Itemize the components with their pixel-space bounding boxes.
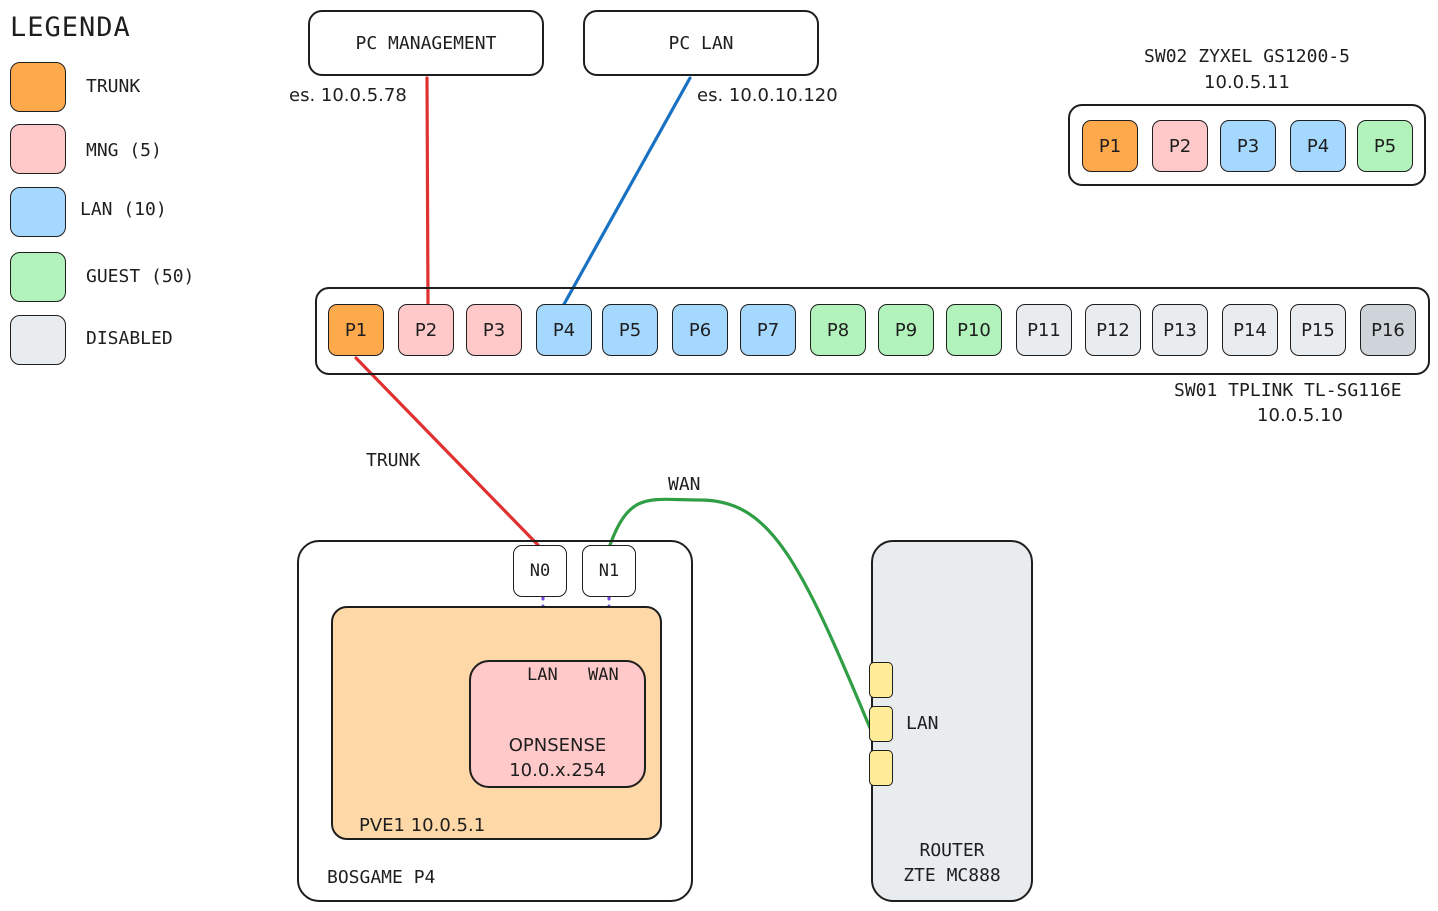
sw01-ip: 10.0.5.10 <box>1257 405 1343 426</box>
router-node <box>871 540 1033 902</box>
sw01-port-p15: P15 <box>1290 304 1346 356</box>
opnsense-ip: 10.0.x.254 <box>509 760 606 781</box>
sw01-port-p12: P12 <box>1085 304 1141 356</box>
sw01-port-p7: P7 <box>740 304 796 356</box>
legend-title: LEGENDA <box>10 12 131 43</box>
sw02-port-p2: P2 <box>1152 120 1208 172</box>
wire-lan <box>561 76 692 308</box>
sw01-port-p13: P13 <box>1152 304 1208 356</box>
pc-lan-label: PC LAN <box>668 32 734 54</box>
nic-n1: N1 <box>582 545 636 597</box>
legend-swatch-lan <box>10 187 66 237</box>
sw01-port-p5: P5 <box>602 304 658 356</box>
wire-mng <box>425 76 430 308</box>
opnsense-vm <box>469 660 646 788</box>
sw02-port-p4: P4 <box>1290 120 1346 172</box>
sw02-switch <box>1068 104 1426 186</box>
sw01-port-p4: P4 <box>536 304 592 356</box>
pve-label: PVE1 10.0.5.1 <box>359 815 486 836</box>
router-port-1 <box>869 662 893 698</box>
sw02-port-p5: P5 <box>1357 120 1413 172</box>
pc-management-ip: es. 10.0.5.78 <box>289 85 407 106</box>
wan-link-label: WAN <box>668 474 701 495</box>
pc-management-node: PC MANAGEMENT <box>308 10 544 76</box>
trunk-link-label: TRUNK <box>366 450 421 471</box>
sw01-port-p8: P8 <box>810 304 866 356</box>
sw01-port-p6: P6 <box>672 304 728 356</box>
legend-label-mng: MNG (5) <box>86 140 162 161</box>
opnsense-name: OPNSENSE <box>508 735 607 756</box>
sw01-name: SW01 TPLINK TL-SG116E <box>1174 380 1402 401</box>
legend-swatch-trunk <box>10 62 66 112</box>
router-model: ZTE MC888 <box>903 865 1001 886</box>
router-name: ROUTER <box>919 840 985 861</box>
sw01-port-p3: P3 <box>466 304 522 356</box>
wire-trunk <box>354 356 540 547</box>
opnsense-lan-label: LAN <box>527 665 558 685</box>
nic-n0: N0 <box>513 545 567 597</box>
router-port-3 <box>869 750 893 786</box>
pc-lan-node: PC LAN <box>583 10 819 76</box>
sw01-port-p14: P14 <box>1222 304 1278 356</box>
bosgame-host <box>297 540 693 902</box>
router-port-2 <box>869 706 893 742</box>
sw02-port-p3: P3 <box>1220 120 1276 172</box>
sw01-port-p10: P10 <box>946 304 1002 356</box>
legend-swatch-mng <box>10 124 66 174</box>
opnsense-wan-label: WAN <box>588 665 619 685</box>
sw02-port-p1: P1 <box>1082 120 1138 172</box>
legend-label-trunk: TRUNK <box>86 76 141 97</box>
legend-label-guest: GUEST (50) <box>86 266 195 287</box>
legend-label-disabled: DISABLED <box>86 328 173 349</box>
legend-swatch-guest <box>10 252 66 302</box>
sw01-port-p11: P11 <box>1016 304 1072 356</box>
pc-management-label: PC MANAGEMENT <box>355 32 497 54</box>
sw01-switch <box>315 287 1430 375</box>
legend-swatch-disabled <box>10 315 66 365</box>
sw02-ip: 10.0.5.11 <box>1204 72 1290 93</box>
legend-label-lan: LAN (10) <box>80 199 167 220</box>
sw01-port-p9: P9 <box>878 304 934 356</box>
router-lan-label: LAN <box>906 713 939 734</box>
wire-wan <box>608 497 872 730</box>
sw02-name: SW02 ZYXEL GS1200-5 <box>1144 46 1350 67</box>
sw01-port-p16: P16 <box>1360 304 1416 356</box>
sw01-port-p1: P1 <box>328 304 384 356</box>
sw01-port-p2: P2 <box>398 304 454 356</box>
pc-lan-ip: es. 10.0.10.120 <box>697 85 838 106</box>
bosgame-name: BOSGAME P4 <box>327 867 436 888</box>
